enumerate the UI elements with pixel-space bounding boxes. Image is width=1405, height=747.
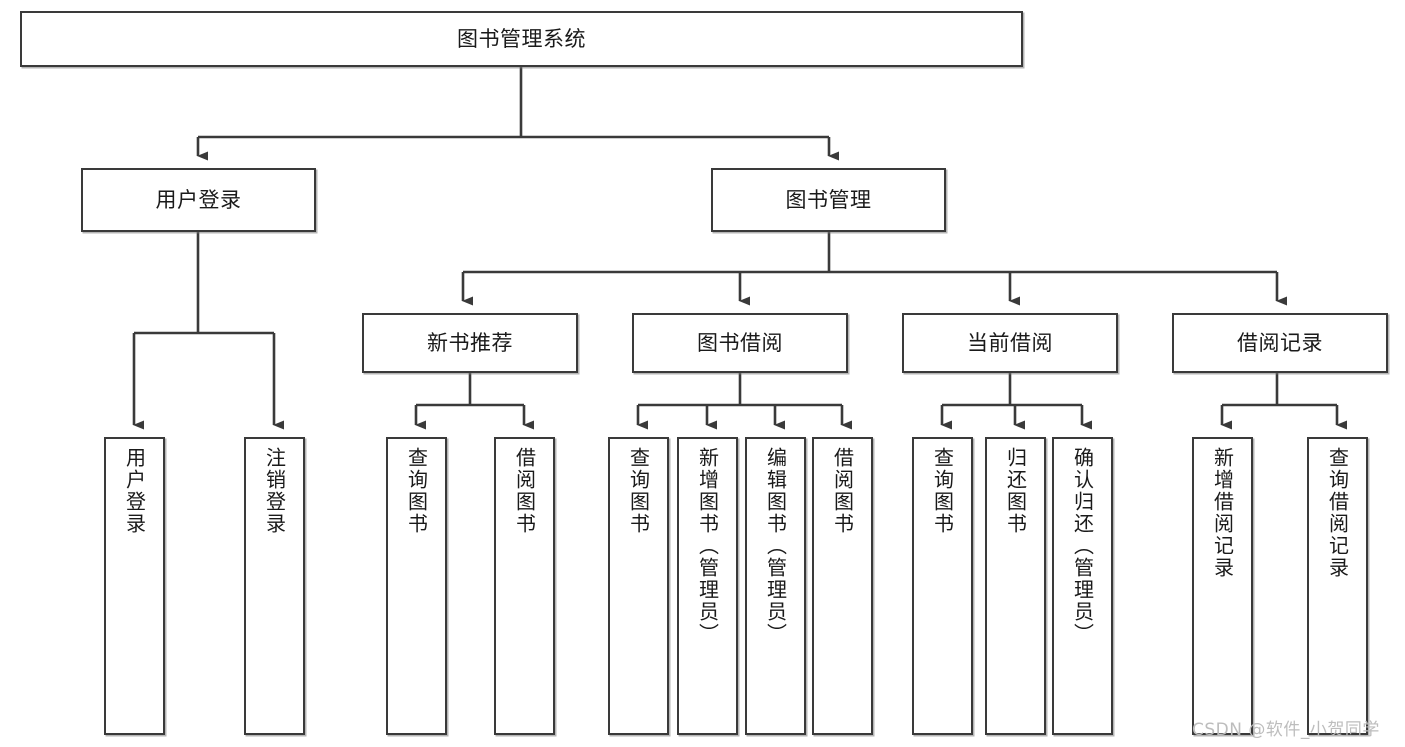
node-label: 查询图书 (930, 447, 955, 535)
node-borrow-records[interactable]: 借阅记录 (1172, 313, 1388, 373)
leaf-add-borrow-record[interactable]: 新增借阅记录 (1192, 437, 1253, 735)
node-root-system[interactable]: 图书管理系统 (20, 11, 1023, 67)
node-label: 归还图书 (1003, 447, 1028, 535)
leaf-query-book-current[interactable]: 查询图书 (912, 437, 973, 735)
node-label: 当前借阅 (967, 330, 1053, 355)
leaf-query-book-borrow[interactable]: 查询图书 (608, 437, 669, 735)
node-label: 用户登录 (155, 187, 242, 212)
node-label: 图书管理系统 (457, 26, 586, 51)
leaf-user-login[interactable]: 用户登录 (104, 437, 165, 735)
leaf-borrow-book-recommend[interactable]: 借阅图书 (494, 437, 555, 735)
leaf-return-book[interactable]: 归还图书 (985, 437, 1046, 735)
node-new-book-recommend[interactable]: 新书推荐 (362, 313, 578, 373)
node-book-management[interactable]: 图书管理 (711, 168, 946, 232)
csdn-watermark: CSDN @软件_小贺同学 (1192, 720, 1380, 740)
node-user-login[interactable]: 用户登录 (81, 168, 316, 232)
leaf-logout[interactable]: 注销登录 (244, 437, 305, 735)
node-label: 借阅图书 (830, 447, 855, 535)
leaf-edit-book-admin[interactable]: 编辑图书（管理员） (745, 437, 806, 735)
node-label: 查询图书 (404, 447, 429, 535)
leaf-query-borrow-record[interactable]: 查询借阅记录 (1307, 437, 1368, 735)
node-label: 确认归还（管理员） (1070, 447, 1095, 645)
leaf-add-book-admin[interactable]: 新增图书（管理员） (677, 437, 738, 735)
node-label: 新增图书（管理员） (695, 447, 720, 645)
node-book-borrow[interactable]: 图书借阅 (632, 313, 848, 373)
node-label: 查询图书 (626, 447, 651, 535)
node-label: 用户登录 (122, 447, 147, 535)
node-label: 借阅图书 (512, 447, 537, 535)
node-label: 新增借阅记录 (1210, 447, 1235, 579)
node-label: 新书推荐 (427, 330, 513, 355)
node-label: 图书借阅 (697, 330, 783, 355)
node-label: 注销登录 (262, 447, 287, 535)
leaf-query-book-recommend[interactable]: 查询图书 (386, 437, 447, 735)
node-label: 编辑图书（管理员） (763, 447, 788, 645)
node-label: 查询借阅记录 (1325, 447, 1350, 579)
node-current-borrow[interactable]: 当前借阅 (902, 313, 1118, 373)
node-label: 图书管理 (785, 187, 872, 212)
leaf-borrow-book[interactable]: 借阅图书 (812, 437, 873, 735)
node-label: 借阅记录 (1237, 330, 1323, 355)
leaf-confirm-return-admin[interactable]: 确认归还（管理员） (1052, 437, 1113, 735)
